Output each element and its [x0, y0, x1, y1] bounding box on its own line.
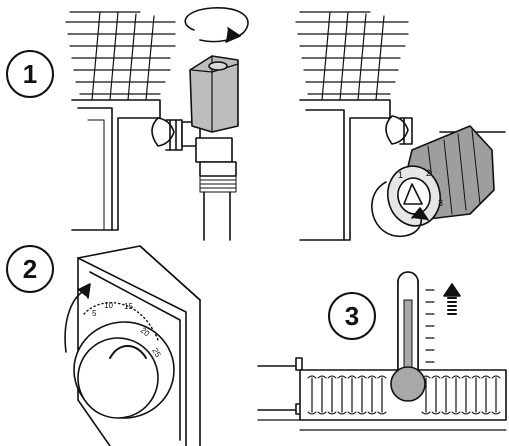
- step-2-number: 2: [23, 254, 37, 284]
- head-number-1: 1: [398, 170, 403, 180]
- scale-mark-15: 15: [124, 302, 133, 311]
- head-number-2: 2: [426, 168, 431, 178]
- thermostatic-head-illustration: [295, 11, 506, 241]
- step-3-number: 3: [345, 301, 359, 331]
- step-1-number: 1: [23, 59, 37, 89]
- thermometer-radiator-illustration: [257, 271, 507, 431]
- head-number-3: 3: [438, 198, 443, 208]
- scale-mark-5: 5: [92, 309, 97, 318]
- scale-mark-10: 10: [104, 301, 113, 310]
- step-2-badge: 2: [6, 245, 54, 293]
- step-3-badge: 3: [328, 292, 376, 340]
- step-1-badge: 1: [6, 50, 54, 98]
- manual-valve-illustration: [65, 7, 249, 241]
- room-thermostat-illustration: [64, 245, 201, 446]
